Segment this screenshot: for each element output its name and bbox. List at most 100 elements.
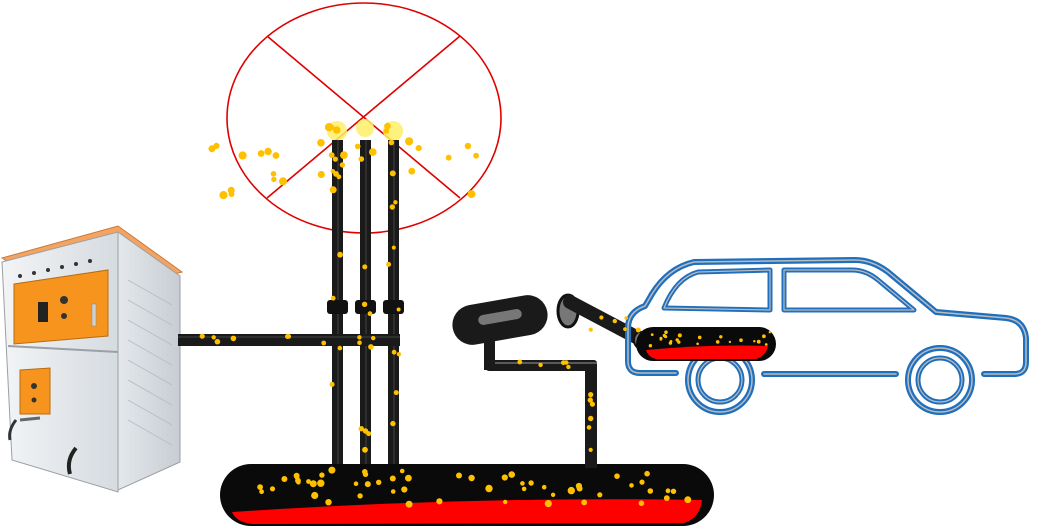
particle <box>753 340 756 343</box>
particle <box>567 486 575 495</box>
particle <box>330 295 336 301</box>
particle <box>388 139 395 146</box>
stack-coupler-2 <box>355 300 376 314</box>
particle <box>599 315 604 320</box>
particle <box>328 152 335 159</box>
arm-drop <box>484 336 495 370</box>
generator-knob-2 <box>61 313 67 319</box>
particle <box>644 470 650 477</box>
particle <box>317 139 325 147</box>
particle <box>697 335 702 340</box>
particle <box>648 344 653 348</box>
recovery-arm <box>452 293 647 468</box>
particle <box>306 479 311 484</box>
particle <box>629 483 634 488</box>
car-window-front <box>661 267 773 313</box>
particle <box>269 486 276 492</box>
particle <box>669 340 673 343</box>
particle <box>386 261 392 267</box>
particle <box>309 480 317 488</box>
particle <box>396 307 401 312</box>
particle <box>473 152 479 159</box>
particle <box>362 264 368 270</box>
particle <box>647 488 654 494</box>
particle <box>762 334 766 339</box>
particle <box>325 499 332 506</box>
particle <box>391 245 396 250</box>
particle <box>588 415 594 422</box>
particle <box>366 431 372 437</box>
trough-molten <box>232 499 702 524</box>
particle <box>281 476 288 482</box>
particle <box>638 500 645 507</box>
generator-cable-2 <box>66 446 78 475</box>
generator-lower-knob-2 <box>31 397 37 403</box>
particle <box>521 486 527 492</box>
particle <box>199 333 205 339</box>
particle <box>332 126 341 134</box>
particle <box>340 151 348 160</box>
particle <box>728 340 732 344</box>
particle <box>719 335 723 339</box>
particle <box>399 468 405 474</box>
particle <box>764 343 768 346</box>
particle <box>401 486 408 493</box>
particle <box>214 338 221 345</box>
generator-unit <box>0 225 184 493</box>
particle <box>285 334 290 339</box>
particle <box>319 472 325 478</box>
particle <box>485 484 493 493</box>
particle <box>257 484 263 490</box>
particle <box>768 331 771 334</box>
car-tray-molten <box>646 345 768 359</box>
particle <box>612 318 617 324</box>
particle <box>317 170 325 179</box>
car-tray <box>636 327 776 361</box>
particle <box>520 481 525 486</box>
particle <box>664 330 668 335</box>
generator-cable-1 <box>8 419 18 441</box>
particle <box>624 316 628 320</box>
particle <box>367 311 373 317</box>
particle <box>739 338 743 343</box>
stack-coupler-1 <box>327 300 348 314</box>
particle <box>219 191 228 200</box>
particle <box>623 327 627 331</box>
particle <box>587 397 593 403</box>
particle <box>357 340 362 346</box>
particle <box>663 495 670 501</box>
particle <box>384 122 391 130</box>
particle <box>324 123 334 132</box>
particle <box>311 491 319 500</box>
particle <box>544 500 552 508</box>
particle <box>467 190 476 199</box>
particle <box>670 488 677 494</box>
particle <box>383 127 390 134</box>
cross-line-2 <box>266 35 461 199</box>
particle <box>566 364 571 370</box>
particle <box>464 142 472 150</box>
particle <box>238 151 247 160</box>
generator-pipe-stub <box>19 416 41 422</box>
particle <box>614 473 620 480</box>
particle <box>390 420 396 427</box>
particle <box>272 152 280 159</box>
particle <box>321 340 327 346</box>
generator-side <box>117 231 181 491</box>
particle <box>677 333 682 338</box>
generator-lower-panel <box>19 367 51 415</box>
particle <box>389 204 395 210</box>
particle <box>362 471 369 477</box>
arm-nozzle-highlight <box>478 309 522 325</box>
particle <box>405 137 414 146</box>
particle <box>329 186 337 194</box>
particle <box>501 474 508 481</box>
particle <box>362 446 368 453</box>
particle <box>503 499 508 505</box>
particle <box>664 335 668 339</box>
particle <box>371 335 376 341</box>
particle <box>337 251 343 258</box>
particle <box>390 489 396 494</box>
particle <box>436 498 443 505</box>
